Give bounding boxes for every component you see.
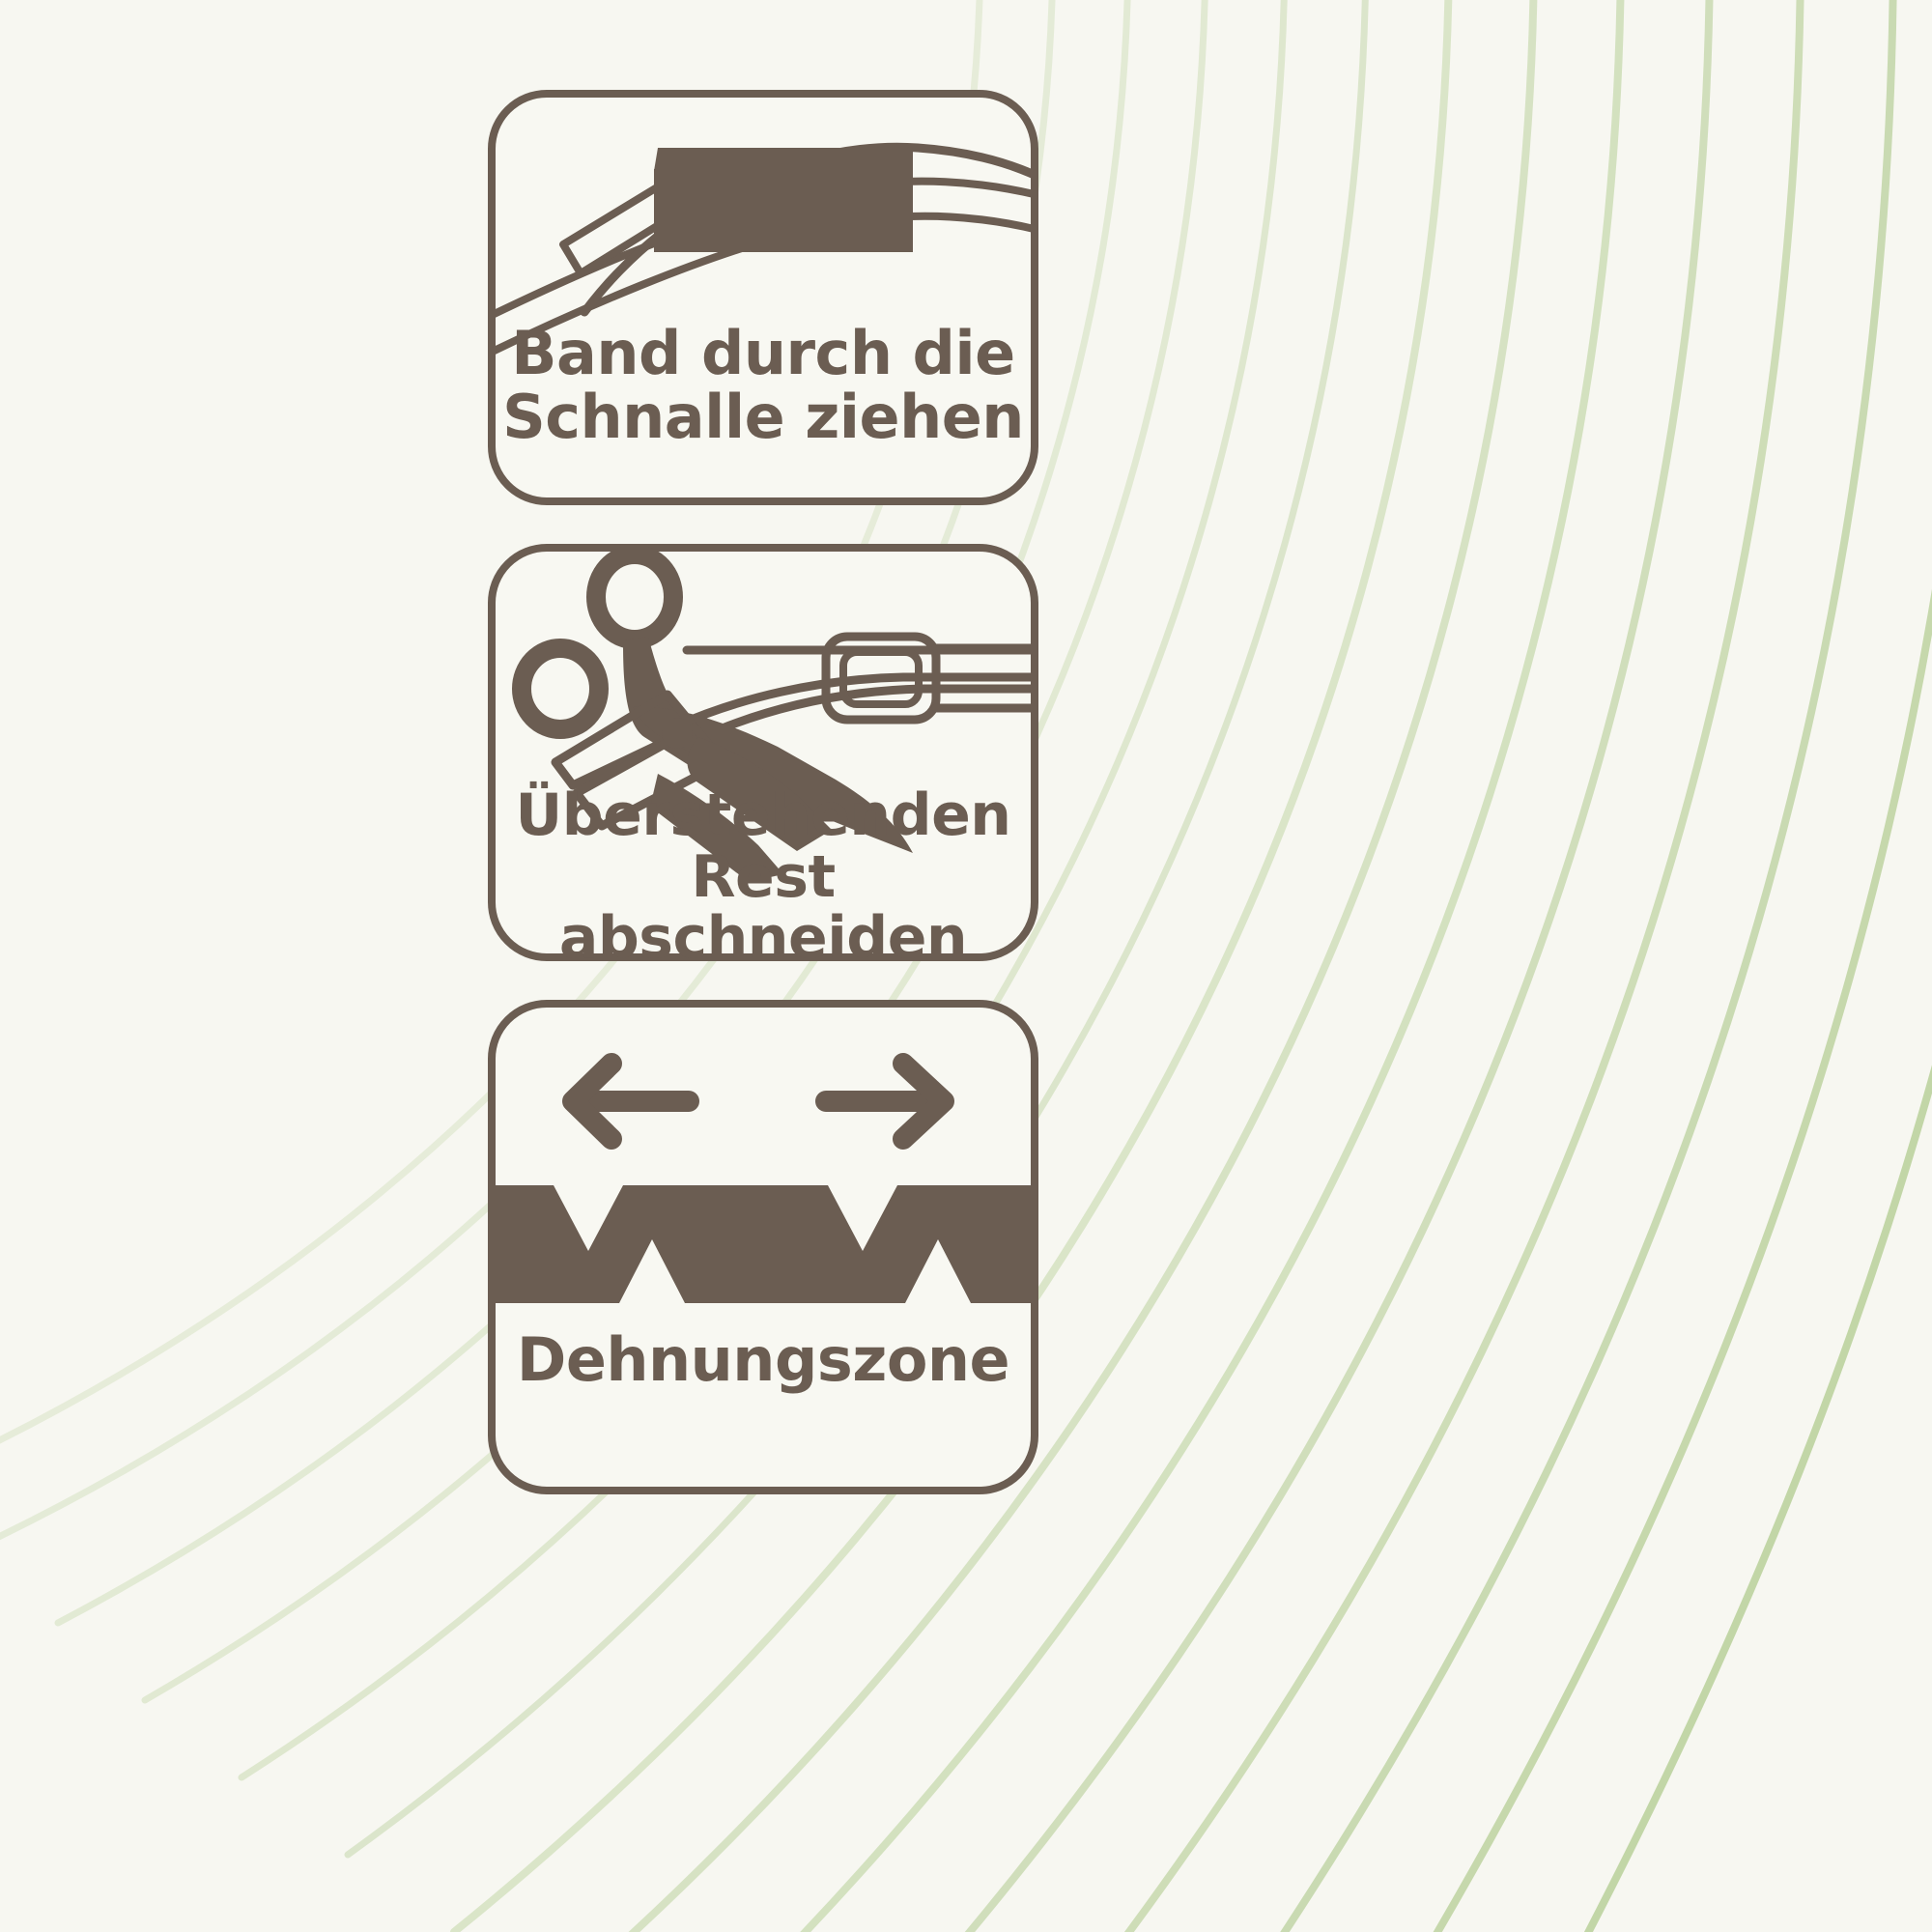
scissor-ring-lower — [512, 639, 609, 739]
scissors-cut-illustration — [512, 547, 1036, 882]
stretch-band — [491, 1185, 1036, 1303]
step-3-graphic — [488, 1000, 1038, 1494]
step-card-3[interactable]: Dehnungszone — [488, 1000, 1038, 1494]
stretch-zone-illustration — [491, 1053, 1036, 1303]
step-2-graphic — [488, 544, 1038, 961]
scissor-blade-lower — [687, 737, 832, 851]
scissor-pivot — [662, 718, 693, 749]
arrow-right-icon — [815, 1053, 954, 1150]
buckle-inner — [839, 648, 923, 708]
step-card-1[interactable]: Band durch die Schnalle ziehen — [488, 90, 1038, 505]
buckle-outer — [821, 632, 941, 724]
step-1-caption: Band durch die Schnalle ziehen — [502, 318, 1024, 452]
arrow-left-icon — [562, 1053, 699, 1150]
step-2-caption: Überstehenden Rest abschneiden — [515, 781, 1011, 973]
step-3-caption: Dehnungszone — [516, 1324, 1010, 1395]
step-card-2[interactable]: Überstehenden Rest abschneiden — [488, 544, 1038, 969]
strap-buckle-illustration — [491, 142, 1036, 372]
step-1-graphic — [488, 90, 1038, 505]
